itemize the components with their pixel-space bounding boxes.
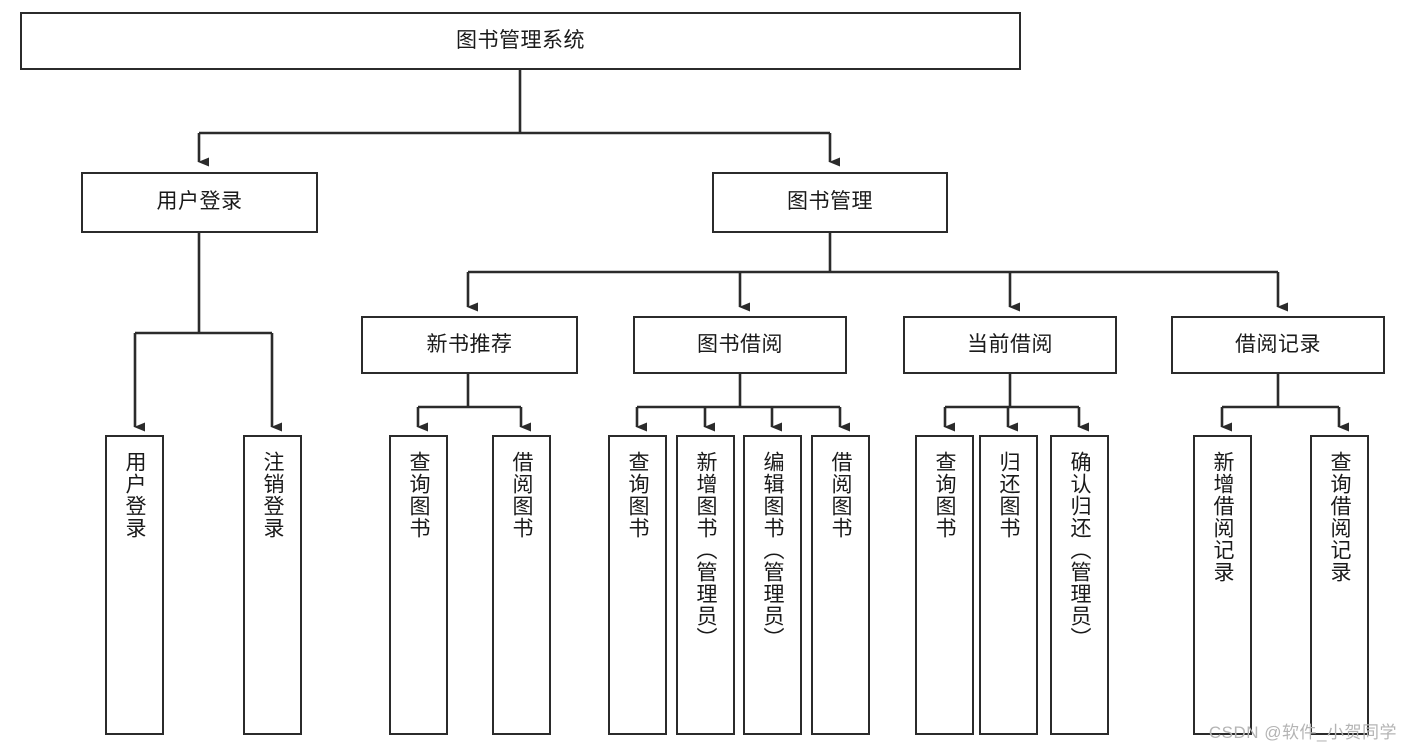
node-leaf-new-book-borrow[interactable]: 借阅图书 bbox=[492, 435, 551, 735]
node-borrow-record-label: 借阅记录 bbox=[1235, 332, 1321, 356]
node-leaf-current-borrow-confirm-label: 确认归还（管理员） bbox=[1068, 451, 1091, 649]
node-leaf-book-borrow-add-label: 新增图书（管理员） bbox=[694, 451, 717, 649]
node-leaf-new-book-query-label: 查询图书 bbox=[407, 451, 430, 539]
node-leaf-user-login-login-label: 用户登录 bbox=[123, 451, 146, 539]
watermark-text: CSDN @软件_小贺同学 bbox=[1208, 723, 1397, 742]
node-book-manage-label: 图书管理 bbox=[787, 190, 873, 214]
node-current-borrow-label: 当前借阅 bbox=[967, 332, 1053, 356]
node-leaf-new-book-borrow-label: 借阅图书 bbox=[510, 451, 533, 539]
node-leaf-current-borrow-query[interactable]: 查询图书 bbox=[915, 435, 974, 735]
node-new-book-recommend-label: 新书推荐 bbox=[426, 332, 513, 356]
node-leaf-current-borrow-return[interactable]: 归还图书 bbox=[979, 435, 1038, 735]
node-user-login-label: 用户登录 bbox=[156, 190, 243, 214]
node-borrow-record[interactable]: 借阅记录 bbox=[1171, 316, 1385, 374]
node-leaf-current-borrow-query-label: 查询图书 bbox=[933, 451, 956, 539]
node-leaf-book-borrow-add[interactable]: 新增图书（管理员） bbox=[676, 435, 735, 735]
node-leaf-borrow-record-query-label: 查询借阅记录 bbox=[1328, 451, 1351, 583]
node-user-login[interactable]: 用户登录 bbox=[81, 172, 318, 233]
node-book-manage[interactable]: 图书管理 bbox=[712, 172, 948, 233]
node-book-borrow[interactable]: 图书借阅 bbox=[633, 316, 847, 374]
node-leaf-book-borrow-query[interactable]: 查询图书 bbox=[608, 435, 667, 735]
node-leaf-user-login-logout-label: 注销登录 bbox=[261, 451, 284, 539]
node-leaf-new-book-query[interactable]: 查询图书 bbox=[389, 435, 448, 735]
node-leaf-book-borrow-borrow-label: 借阅图书 bbox=[829, 451, 852, 539]
node-root-system[interactable]: 图书管理系统 bbox=[20, 12, 1021, 70]
node-leaf-book-borrow-edit-label: 编辑图书（管理员） bbox=[761, 451, 784, 649]
node-leaf-current-borrow-return-label: 归还图书 bbox=[997, 451, 1020, 539]
node-new-book-recommend[interactable]: 新书推荐 bbox=[361, 316, 578, 374]
node-root-system-label: 图书管理系统 bbox=[456, 28, 585, 52]
node-book-borrow-label: 图书借阅 bbox=[697, 332, 783, 356]
node-leaf-current-borrow-confirm[interactable]: 确认归还（管理员） bbox=[1050, 435, 1109, 735]
node-leaf-user-login-login[interactable]: 用户登录 bbox=[105, 435, 164, 735]
node-leaf-borrow-record-query[interactable]: 查询借阅记录 bbox=[1310, 435, 1369, 735]
node-leaf-book-borrow-query-label: 查询图书 bbox=[626, 451, 649, 539]
node-leaf-book-borrow-edit[interactable]: 编辑图书（管理员） bbox=[743, 435, 802, 735]
node-leaf-user-login-logout[interactable]: 注销登录 bbox=[243, 435, 302, 735]
node-current-borrow[interactable]: 当前借阅 bbox=[903, 316, 1117, 374]
node-leaf-book-borrow-borrow[interactable]: 借阅图书 bbox=[811, 435, 870, 735]
node-leaf-borrow-record-add[interactable]: 新增借阅记录 bbox=[1193, 435, 1252, 735]
node-leaf-borrow-record-add-label: 新增借阅记录 bbox=[1211, 451, 1234, 583]
